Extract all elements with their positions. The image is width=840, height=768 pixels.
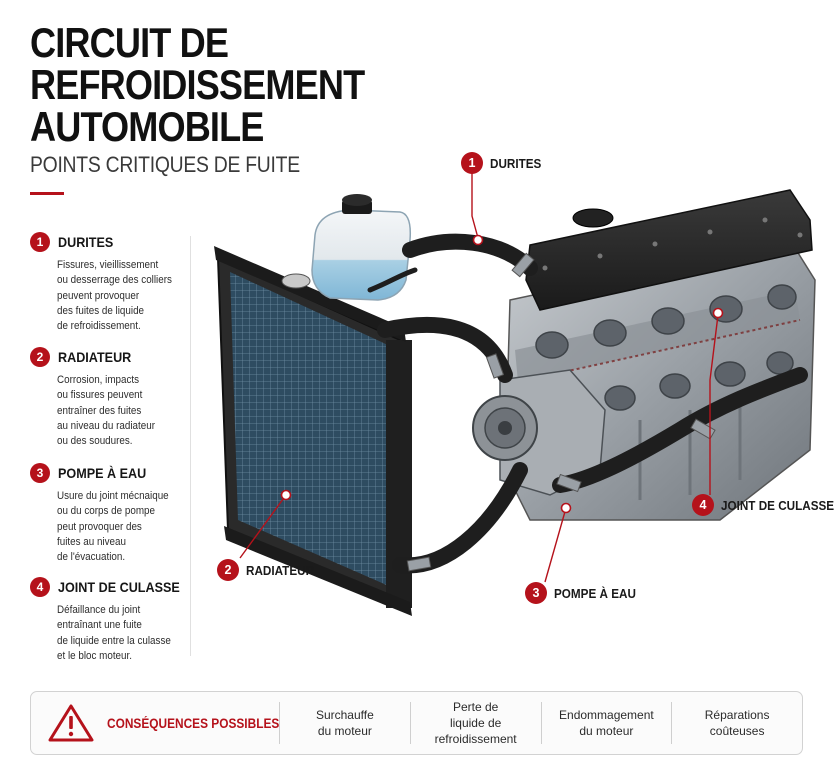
callout-durites: 1 DURITES <box>461 152 547 174</box>
callout-joint-de-culasse: 4 JOINT DE CULASSE <box>692 494 840 516</box>
point-title: JOINT DE CULASSE <box>58 579 180 595</box>
cooling-system-illustration <box>214 173 816 616</box>
leak-point-radiateur: 2 RADIATEUR Corrosion, impacts ou fissur… <box>30 347 200 449</box>
callout-number-badge: 3 <box>525 582 547 604</box>
consequences-title: CONSÉQUENCES POSSIBLES <box>107 715 280 731</box>
point-number-badge: 3 <box>30 463 50 483</box>
callout-dots <box>280 234 724 514</box>
callout-leaders <box>239 173 719 583</box>
leak-point-joint-de-culasse: 4 JOINT DE CULASSE Défaillance du joint … <box>30 577 200 664</box>
title-line: CIRCUIT DE <box>30 19 229 66</box>
cooling-system-diagram: 1 DURITES 2 RADIATEUR 3 POMPE À EAU 4 JO… <box>200 150 840 670</box>
consequences-list: Surchauffe du moteur Perte de liquide de… <box>279 692 802 754</box>
valve-cover <box>525 189 813 311</box>
warning-triangle-icon <box>48 704 94 742</box>
point-number-badge: 1 <box>30 232 50 252</box>
callout-number-badge: 4 <box>692 494 714 516</box>
point-title: RADIATEUR <box>58 349 132 365</box>
callout-number-badge: 1 <box>461 152 483 174</box>
hose-clamps <box>406 252 716 572</box>
consequence-item: Endommagement du moteur <box>540 702 672 744</box>
point-description: Défaillance du joint entraînant une fuit… <box>57 604 171 662</box>
consequence-item: Perte de liquide de refroidissement <box>409 700 541 746</box>
title-line: AUTOMOBILE <box>30 103 264 150</box>
callout-label: JOINT DE CULASSE <box>721 497 835 513</box>
callout-number-badge: 2 <box>217 559 239 581</box>
leak-point-durites: 1 DURITES Fissures, vieillissement ou de… <box>30 232 200 334</box>
title-accent-rule <box>30 192 64 195</box>
callout-label: POMPE À EAU <box>554 585 636 601</box>
page-subtitle: POINTS CRITIQUES DE FUITE <box>30 152 300 177</box>
title-line: REFROIDISSEMENT <box>30 61 365 108</box>
consequences-bar: CONSÉQUENCES POSSIBLES Surchauffe du mot… <box>30 691 803 755</box>
page-title: CIRCUIT DE REFROIDISSEMENT AUTOMOBILE <box>30 22 391 148</box>
callout-label: DURITES <box>490 155 542 171</box>
consequence-item: Surchauffe du moteur <box>279 702 410 744</box>
point-title: DURITES <box>58 234 114 250</box>
consequence-item: Réparations coûteuses <box>671 702 802 744</box>
point-description: Usure du joint mécnaique ou du corps de … <box>57 490 169 564</box>
point-number-badge: 4 <box>30 577 50 597</box>
point-description: Corrosion, impacts ou fissures peuvent e… <box>57 374 155 448</box>
leak-point-pompe-a-eau: 3 POMPE À EAU Usure du joint mécnaique o… <box>30 463 200 565</box>
point-number-badge: 2 <box>30 347 50 367</box>
point-description: Fissures, vieillissement ou desserrage d… <box>57 259 172 333</box>
point-title: POMPE À EAU <box>58 465 147 481</box>
callout-radiateur: 2 RADIATEUR <box>217 559 322 581</box>
coolant-reservoir <box>311 194 412 301</box>
list-divider <box>190 236 191 656</box>
callout-pompe-a-eau: 3 POMPE À EAU <box>525 582 645 604</box>
callout-label: RADIATEUR <box>246 562 315 578</box>
